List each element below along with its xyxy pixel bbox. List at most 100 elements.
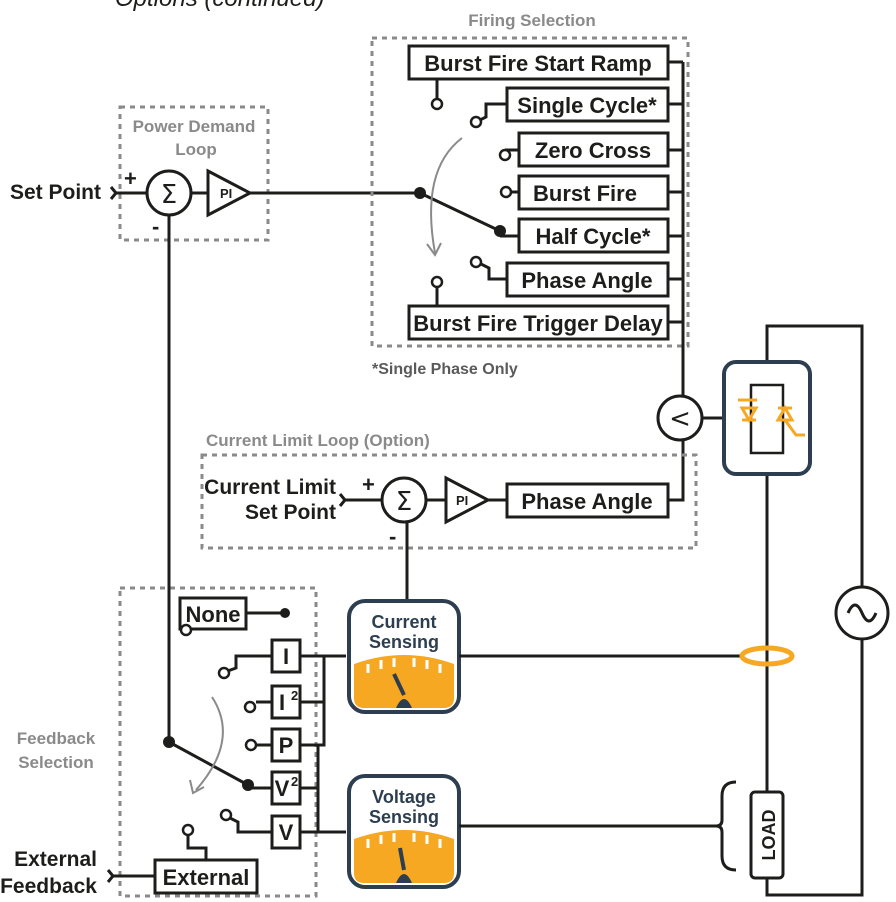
page-heading-fragment: Options (continued)	[115, 0, 324, 12]
line-wire-bottom	[765, 640, 864, 897]
power-loop-plus: +	[124, 166, 137, 191]
external-up-wire	[186, 836, 208, 860]
power-loop-minus: -	[152, 214, 159, 239]
v-wire	[227, 815, 272, 834]
feedback-rotation-arrowhead	[189, 779, 205, 795]
current-sensing-gauge: Current Sensing	[347, 599, 461, 714]
feedback-selector-blade	[168, 740, 249, 787]
current-loop-phase-angle-box	[505, 482, 670, 519]
external-feedback-input-1: External	[14, 848, 97, 871]
current-gauge-needle	[392, 673, 406, 696]
contact-zero-cross	[498, 148, 512, 162]
scr-thyristor-2-icon	[775, 405, 805, 437]
scr-power-module	[722, 360, 812, 476]
current-loop-pi-label: PI	[456, 493, 468, 508]
current-limit-input-chevron	[338, 493, 347, 507]
single-phase-footnote: *Single Phase Only	[372, 361, 518, 378]
feedback-selection-title-2: Selection	[18, 753, 94, 772]
firing-rotation-arc	[430, 137, 463, 254]
current-limit-loop-border	[200, 453, 698, 550]
voltage-gauge-hub	[396, 874, 412, 883]
contact-single-cycle	[469, 115, 483, 129]
contact-external	[181, 823, 195, 837]
current-loop-plus: +	[362, 472, 375, 497]
current-limit-loop-title: Current Limit Loop (Option)	[206, 431, 430, 450]
i2-bus	[300, 656, 326, 704]
feedback-i2-label: I	[279, 690, 285, 715]
firing-selection-border	[370, 36, 690, 348]
voltage-gauge-ticks	[366, 833, 442, 848]
external-feedback-chevron	[106, 869, 115, 883]
scr-module-frame	[722, 360, 812, 476]
contact-burst-fire-start-ramp	[430, 97, 444, 111]
contact-p	[244, 738, 258, 752]
mode-zero-cross-label: Zero Cross	[535, 138, 651, 163]
feedback-p-label: P	[279, 733, 294, 758]
line-wire-top	[765, 324, 864, 587]
load-voltage-brace	[715, 780, 737, 872]
firing-modes: Burst Fire Start Ramp Single Cycle* Zero…	[407, 44, 683, 341]
voltage-sensing-gauge: Voltage Sensing	[347, 774, 461, 889]
contact-burst-fire	[499, 185, 513, 199]
mode-burst-fire-trigger-delay	[407, 304, 670, 341]
mode-half-cycle	[517, 217, 670, 254]
voltage-gauge-title-2: Sensing	[369, 807, 439, 827]
feedback-v2-sup: 2	[291, 774, 298, 789]
contact-i	[217, 666, 231, 680]
contact-burst-fire-trigger-delay	[430, 275, 444, 289]
voltage-gauge-scale	[354, 830, 454, 883]
feedback-v2-label: V	[275, 776, 290, 801]
power-loop-sigma: Σ	[161, 180, 177, 210]
contact-none	[179, 623, 193, 637]
mode-burst-fire-trigger-delay-label: Burst Fire Trigger Delay	[413, 311, 663, 336]
current-loop-pi-amplifier	[444, 475, 492, 525]
load-label: LOAD	[759, 810, 779, 861]
mode-phase-angle-label: Phase Angle	[521, 268, 652, 293]
firing-selector-blade	[419, 191, 501, 233]
load-box	[749, 790, 785, 880]
current-limit-to-min-wire	[668, 440, 685, 502]
current-gauge-title-2: Sensing	[369, 632, 439, 652]
feedback-selection-border	[118, 586, 318, 898]
power-loop-pi-label: PI	[220, 186, 232, 201]
power-loop-pi-amplifier	[206, 168, 254, 218]
contact-v	[219, 808, 233, 822]
feedback-rotation-arc	[195, 696, 224, 791]
feedback-i-label: I	[283, 644, 289, 669]
current-gauge-hub	[396, 699, 412, 708]
current-loop-minus: -	[389, 524, 396, 549]
power-demand-loop-title-2: Loop	[175, 140, 217, 159]
mode-zero-cross	[517, 131, 670, 168]
feedback-i2-sup: 2	[291, 688, 298, 703]
current-loop-sigma: Σ	[396, 487, 412, 517]
power-demand-loop-border	[118, 105, 270, 242]
i-wire	[224, 654, 272, 674]
current-gauge-title-1: Current	[371, 612, 436, 632]
ac-sine-icon	[846, 603, 878, 623]
contact-i2	[243, 700, 257, 714]
voltage-gauge-needle	[398, 847, 406, 871]
none-terminal	[280, 608, 290, 618]
external-feedback-input-2: Feedback	[0, 875, 97, 898]
feedback-selection-title-1: Feedback	[17, 729, 96, 748]
mode-half-cycle-label: Half Cycle*	[536, 224, 651, 249]
wire-m5	[476, 260, 507, 281]
mode-burst-fire-start-ramp-label: Burst Fire Start Ramp	[424, 51, 651, 76]
contact-phase-angle	[469, 255, 483, 269]
current-limit-input-1: Current Limit	[204, 476, 336, 499]
feedback-v-label: V	[279, 820, 294, 845]
set-point-input-chevron	[109, 186, 118, 200]
mode-burst-fire-label: Burst Fire	[533, 181, 637, 206]
feedback-external-label: External	[163, 865, 250, 890]
min-select-symbol: <	[669, 404, 691, 434]
current-gauge-scale	[354, 655, 454, 708]
scr-thyristor-1-icon	[738, 398, 759, 423]
mode-single-cycle-label: Single Cycle*	[517, 93, 657, 118]
voltage-gauge-title-1: Voltage	[372, 787, 436, 807]
mode-burst-fire-start-ramp	[407, 44, 670, 81]
feedback-none-label: None	[186, 602, 241, 627]
current-loop-phase-angle-label: Phase Angle	[521, 489, 652, 514]
current-limit-input-2: Set Point	[245, 501, 336, 524]
current-transformer-icon	[739, 645, 795, 667]
